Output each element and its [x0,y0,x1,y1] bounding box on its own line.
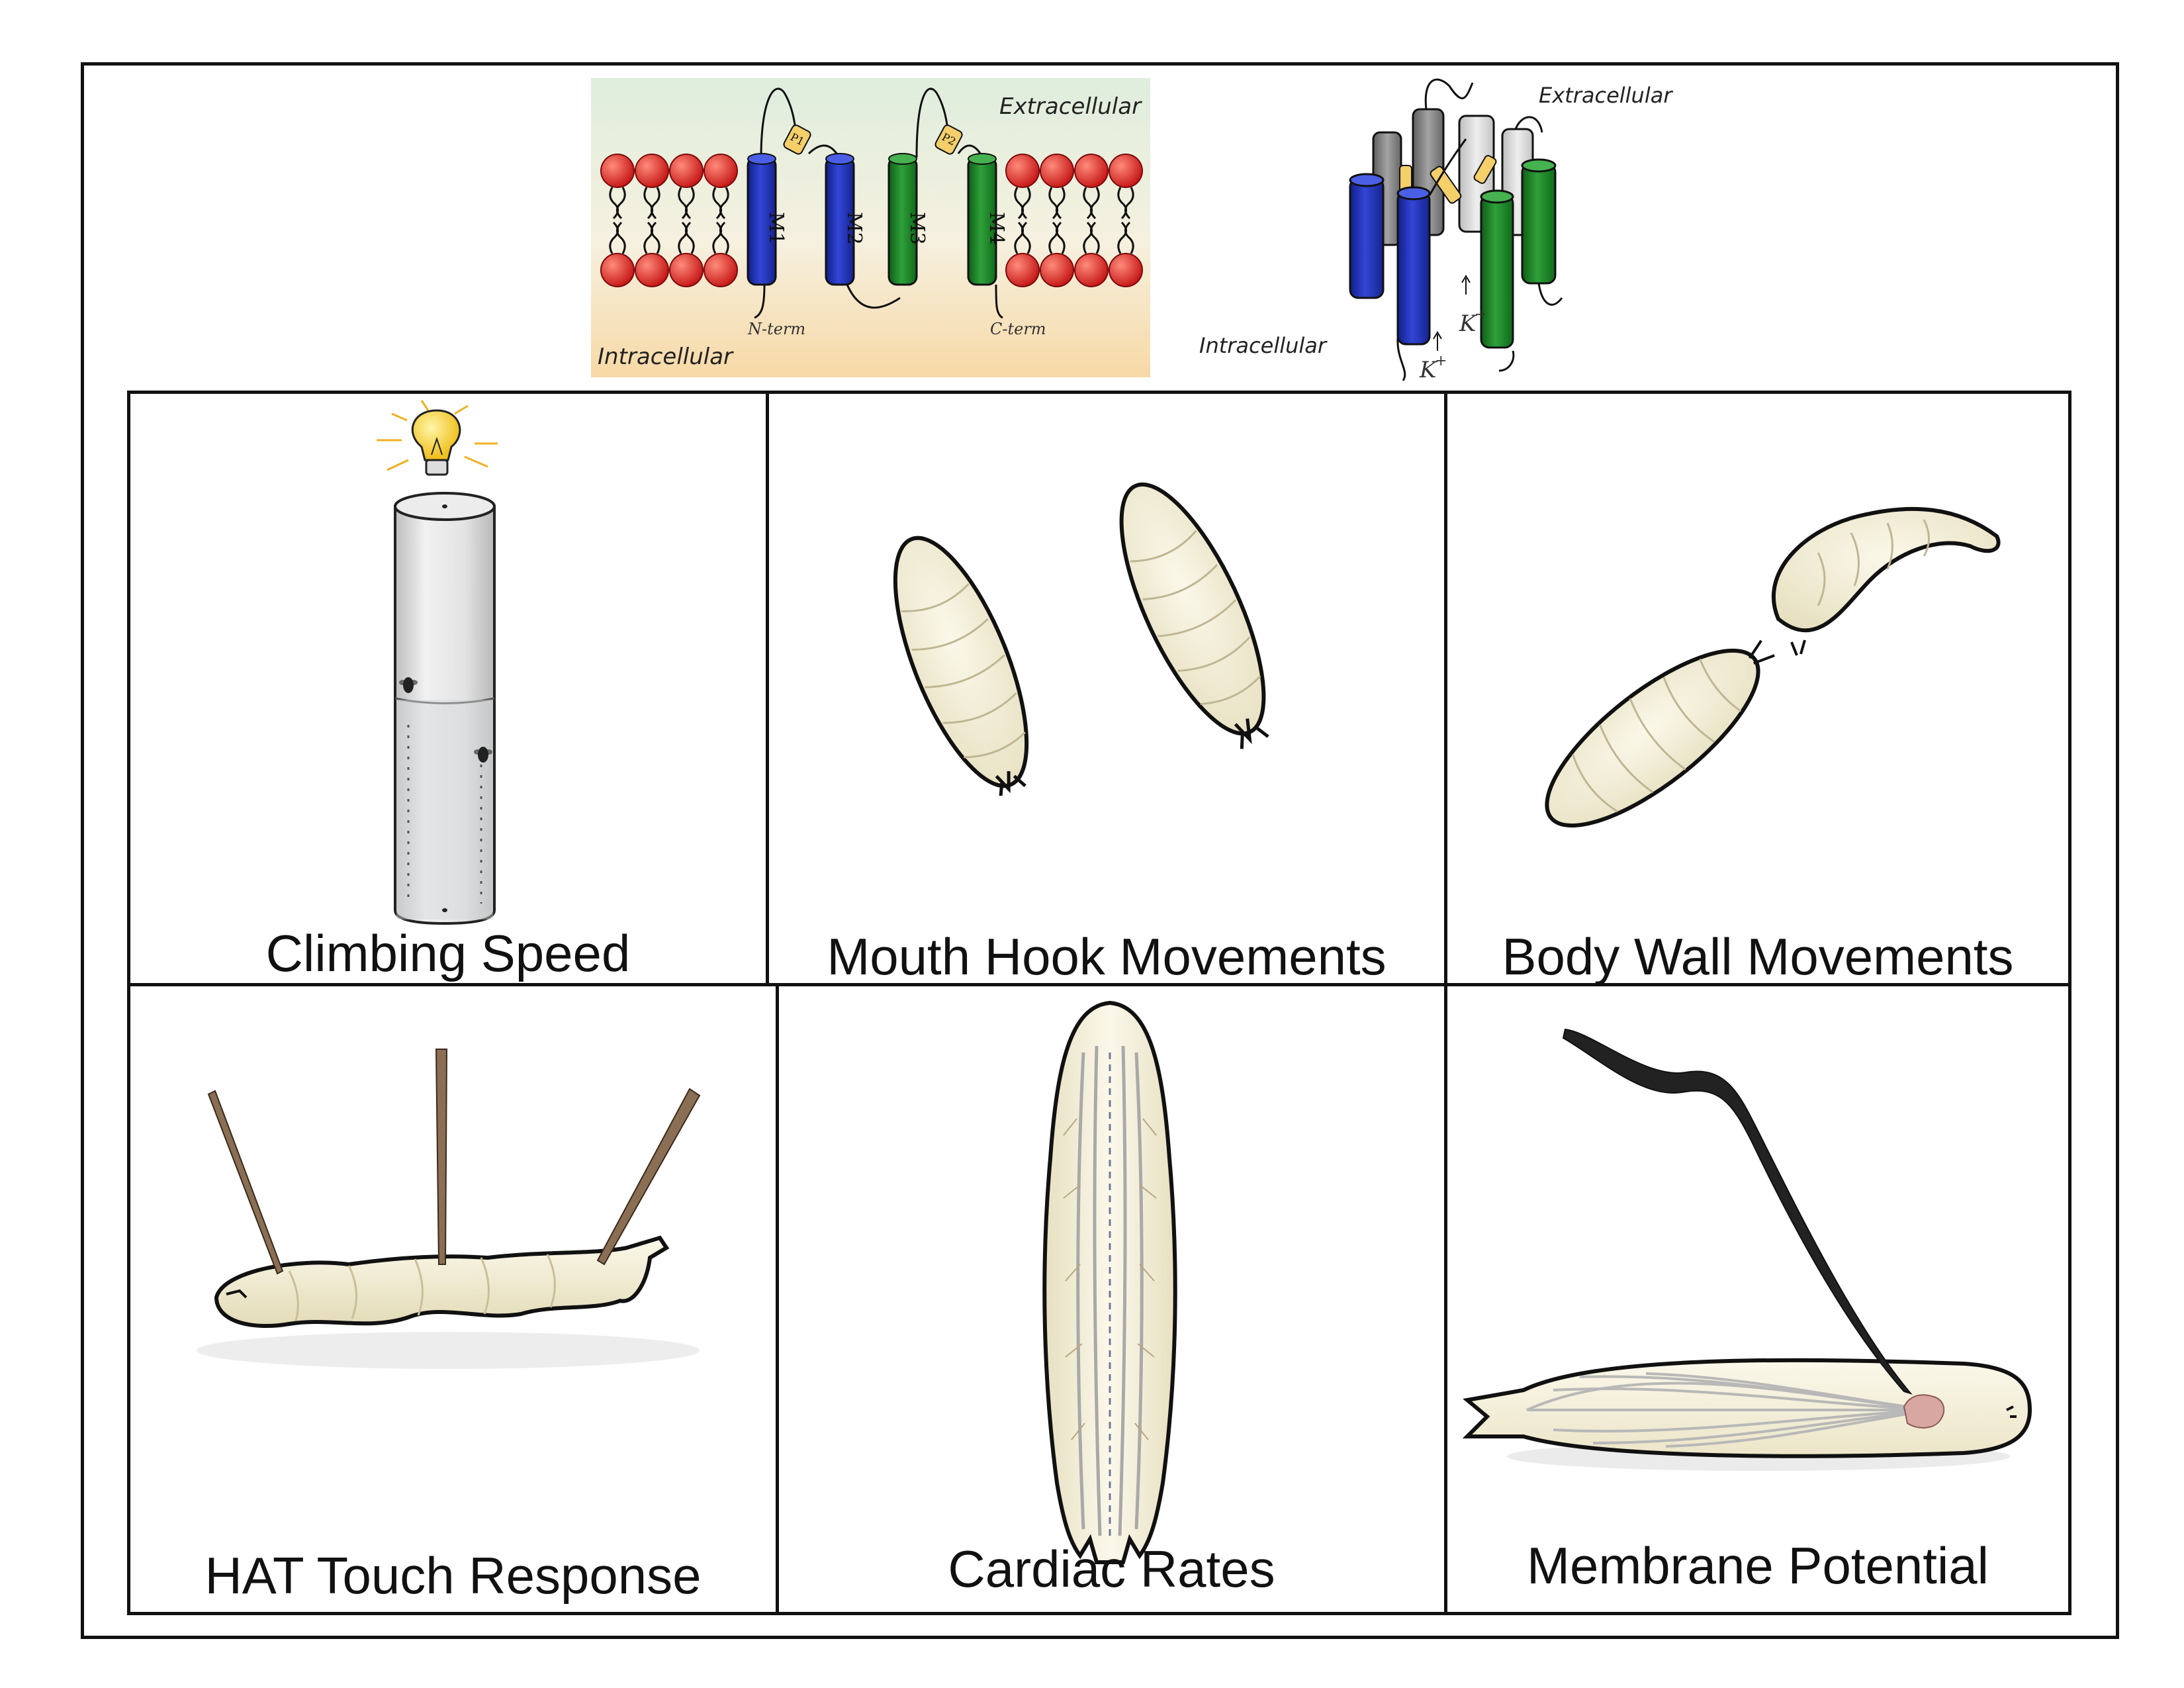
electrophysiology-illustration [1462,1028,2032,1471]
touch-probe [596,1088,701,1266]
svg-text:K: K [1419,357,1438,383]
panel-membrane-potential: Membrane Potential [1444,983,2071,1615]
topology-diagram: P1 P2 M1 M2 M3 M4 Extracellular Intrace [591,78,1150,377]
svg-text:M4: M4 [985,212,1008,245]
extracellular-label: Extracellular [999,93,1142,120]
panel-cardiac-rates: Cardiac Rates [776,983,1447,1615]
svg-text:M2: M2 [842,212,866,245]
helix-m3: M3 [887,153,929,286]
recorded-muscle [1903,1394,1945,1429]
svg-text:+: + [1435,353,1447,369]
touch-probe [435,1049,448,1265]
panel-hat-touch-response: HAT Touch Response [127,983,779,1615]
panel-label: Membrane Potential [1526,1536,1989,1595]
panel-label: Cardiac Rates [948,1540,1275,1598]
panel-climbing-speed: Climbing Speed [127,391,769,986]
larva [1772,506,2001,656]
climbing-vial-illustration [377,400,498,925]
intracellular-label: Intracellular [598,344,734,370]
panel-body-wall-movements: Body Wall Movements [1444,391,2071,986]
fly-icon [399,677,418,693]
c-term-label: C-term [990,320,1046,338]
panel-label: HAT Touch Response [205,1546,702,1605]
light-bulb-icon [377,400,498,476]
larvae-illustration [1545,506,2001,828]
panel-label: Climbing Speed [265,924,631,982]
n-term-label: N-term [747,320,805,338]
svg-text:K: K [1459,310,1478,337]
extracellular-label-3d: Extracellular [1539,83,1673,108]
svg-text:M3: M3 [905,212,929,245]
panel-mouth-hook-movements: Mouth Hook Movements [766,391,1447,986]
touch-response-illustration [197,1049,701,1369]
panel-label: Mouth Hook Movements [827,927,1387,986]
assay-panel-grid: Climbing Speed [127,391,2071,1615]
panel-label: Body Wall Movements [1502,927,2014,986]
helix-m1: M1 [747,153,788,286]
figure-frame [81,62,2119,1639]
touch-probe [207,1090,284,1275]
recording-electrode [1562,1028,1913,1395]
channel-schematics: P1 P2 M1 M2 M3 M4 Extracellular Intrace [591,78,1673,383]
k-ion-inner: K + [1419,331,1447,383]
channel-3d-diagram: Extracellular Intracellular [1199,78,1673,383]
lipid-bilayer-right [1005,154,1143,287]
larva [1545,639,1775,828]
fly-icon [474,747,492,763]
lipid-bilayer-left [600,154,738,287]
svg-text:+: + [1475,306,1486,323]
pore-helix-p1: P1 [783,124,811,155]
k-ion-outer: K + [1459,275,1486,337]
larva [1119,482,1269,749]
pore-helix-p2: P2 [934,124,963,155]
larvae-illustration [893,482,1269,796]
dissected-larva-illustration [1042,1000,1177,1564]
helix-m2: M2 [825,153,866,286]
larva [893,536,1029,796]
svg-text:M1: M1 [764,212,788,245]
helix-m4: M4 [967,153,1008,286]
intracellular-label-3d: Intracellular [1199,333,1328,358]
